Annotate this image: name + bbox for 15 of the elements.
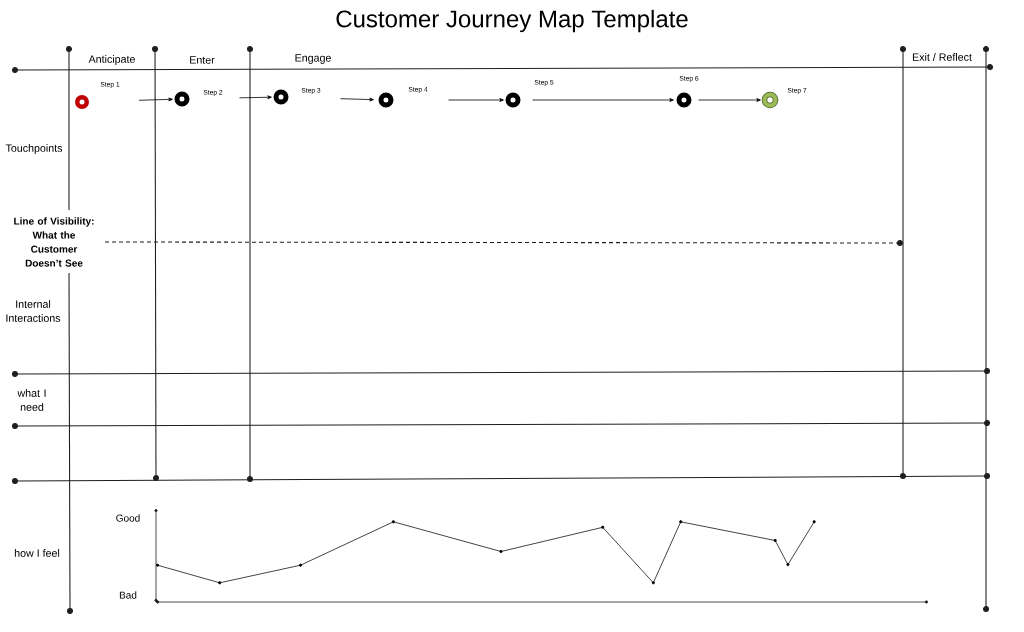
arrow <box>448 98 504 102</box>
title: Customer Journey Map Template <box>336 9 688 33</box>
phase-label: Anticipate <box>88 55 135 65</box>
row-label: Internal Interactions <box>6 300 61 322</box>
row-label: how I feel <box>14 549 60 557</box>
scale-label: Good <box>116 514 140 522</box>
phase-label: Exit / Reflect <box>912 53 972 61</box>
scale-label: Bad <box>119 591 137 599</box>
arrow <box>138 97 173 102</box>
arrow <box>532 98 674 102</box>
row-label: Line of Visibility: What the Customer Doesn’t See <box>14 217 94 267</box>
row-label: what I need <box>17 389 46 411</box>
arrow <box>340 97 374 102</box>
arrow <box>239 95 272 100</box>
arrow <box>698 98 761 102</box>
